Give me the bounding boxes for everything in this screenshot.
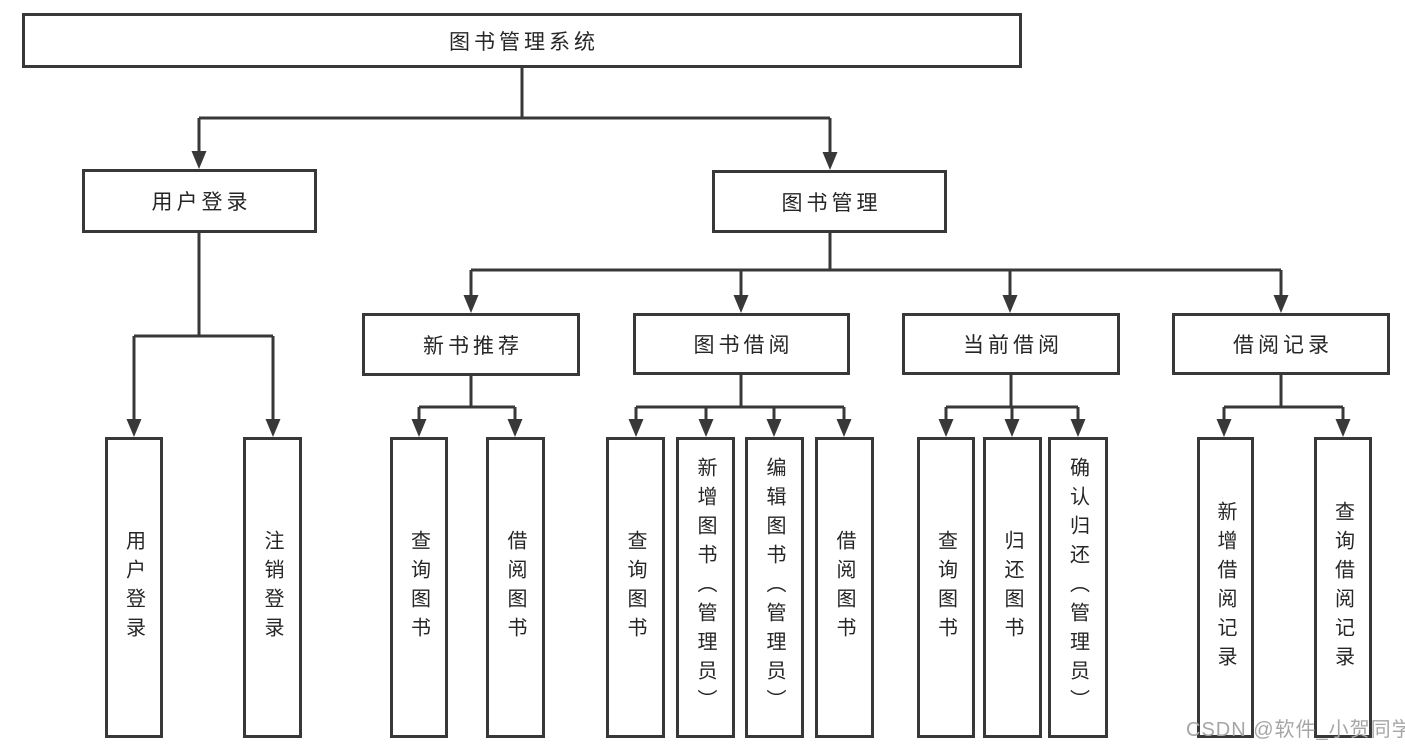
node-borrow-record: 借阅记录 (1172, 313, 1390, 375)
connector-bookmgmt-children (469, 233, 1283, 297)
leaf-bookborrow-add-book: 新增图书（管理员） (676, 437, 735, 738)
connector-bookborrow-children (634, 375, 846, 421)
connector-currentborrow-children (944, 375, 1080, 421)
leaf-newbook-borrow-book: 借阅图书 (486, 437, 545, 738)
connector-borrowrecord-children (1222, 375, 1345, 421)
arrowhead (1070, 419, 1086, 437)
leaf-user-login: 用户登录 (105, 437, 163, 738)
node-new-book-recommend: 新书推荐 (362, 313, 580, 376)
node-user-login: 用户登录 (82, 169, 317, 233)
leaf-currentborrow-return-book: 归还图书 (983, 437, 1042, 738)
arrowhead (1335, 419, 1351, 437)
leaf-newbook-query-book: 查询图书 (390, 437, 448, 738)
connector-newbook-children (417, 376, 517, 421)
leaf-currentborrow-query-book: 查询图书 (917, 437, 975, 738)
arrowhead (733, 295, 749, 313)
arrowhead (411, 419, 427, 437)
arrowhead (822, 152, 838, 170)
arrowhead (463, 295, 479, 313)
arrowhead (191, 151, 207, 169)
arrowhead (265, 419, 281, 437)
leaf-logout: 注销登录 (243, 437, 302, 738)
node-book-management: 图书管理 (712, 170, 947, 233)
connector-userlogin-children (132, 233, 275, 421)
arrowhead (836, 419, 852, 437)
leaf-bookborrow-query-book: 查询图书 (606, 437, 665, 738)
arrowheads (126, 151, 1351, 437)
leaf-bookborrow-edit-book: 编辑图书（管理员） (745, 437, 804, 738)
arrowhead (1216, 419, 1232, 437)
csdn-watermark: CSDN @软件_小贺同学 (1186, 719, 1405, 741)
node-book-borrow: 图书借阅 (633, 313, 850, 375)
node-root: 图书管理系统 (22, 13, 1022, 68)
leaf-currentborrow-confirm-return: 确认归还（管理员） (1048, 437, 1108, 738)
leaf-borrowrecord-query-record: 查询借阅记录 (1314, 437, 1372, 738)
arrowhead (126, 419, 142, 437)
arrowhead (1273, 295, 1289, 313)
arrowhead (938, 419, 954, 437)
arrowhead (698, 419, 714, 437)
connector-root-to-level2 (197, 68, 832, 154)
leaf-bookborrow-borrow-book: 借阅图书 (815, 437, 874, 738)
arrowhead (1004, 419, 1020, 437)
arrowhead (628, 419, 644, 437)
arrowhead (507, 419, 523, 437)
node-current-borrow: 当前借阅 (902, 313, 1120, 375)
arrowhead (766, 419, 782, 437)
arrowhead (1002, 295, 1018, 313)
leaf-borrowrecord-add-record: 新增借阅记录 (1197, 437, 1254, 738)
connector-lines (132, 68, 1345, 421)
